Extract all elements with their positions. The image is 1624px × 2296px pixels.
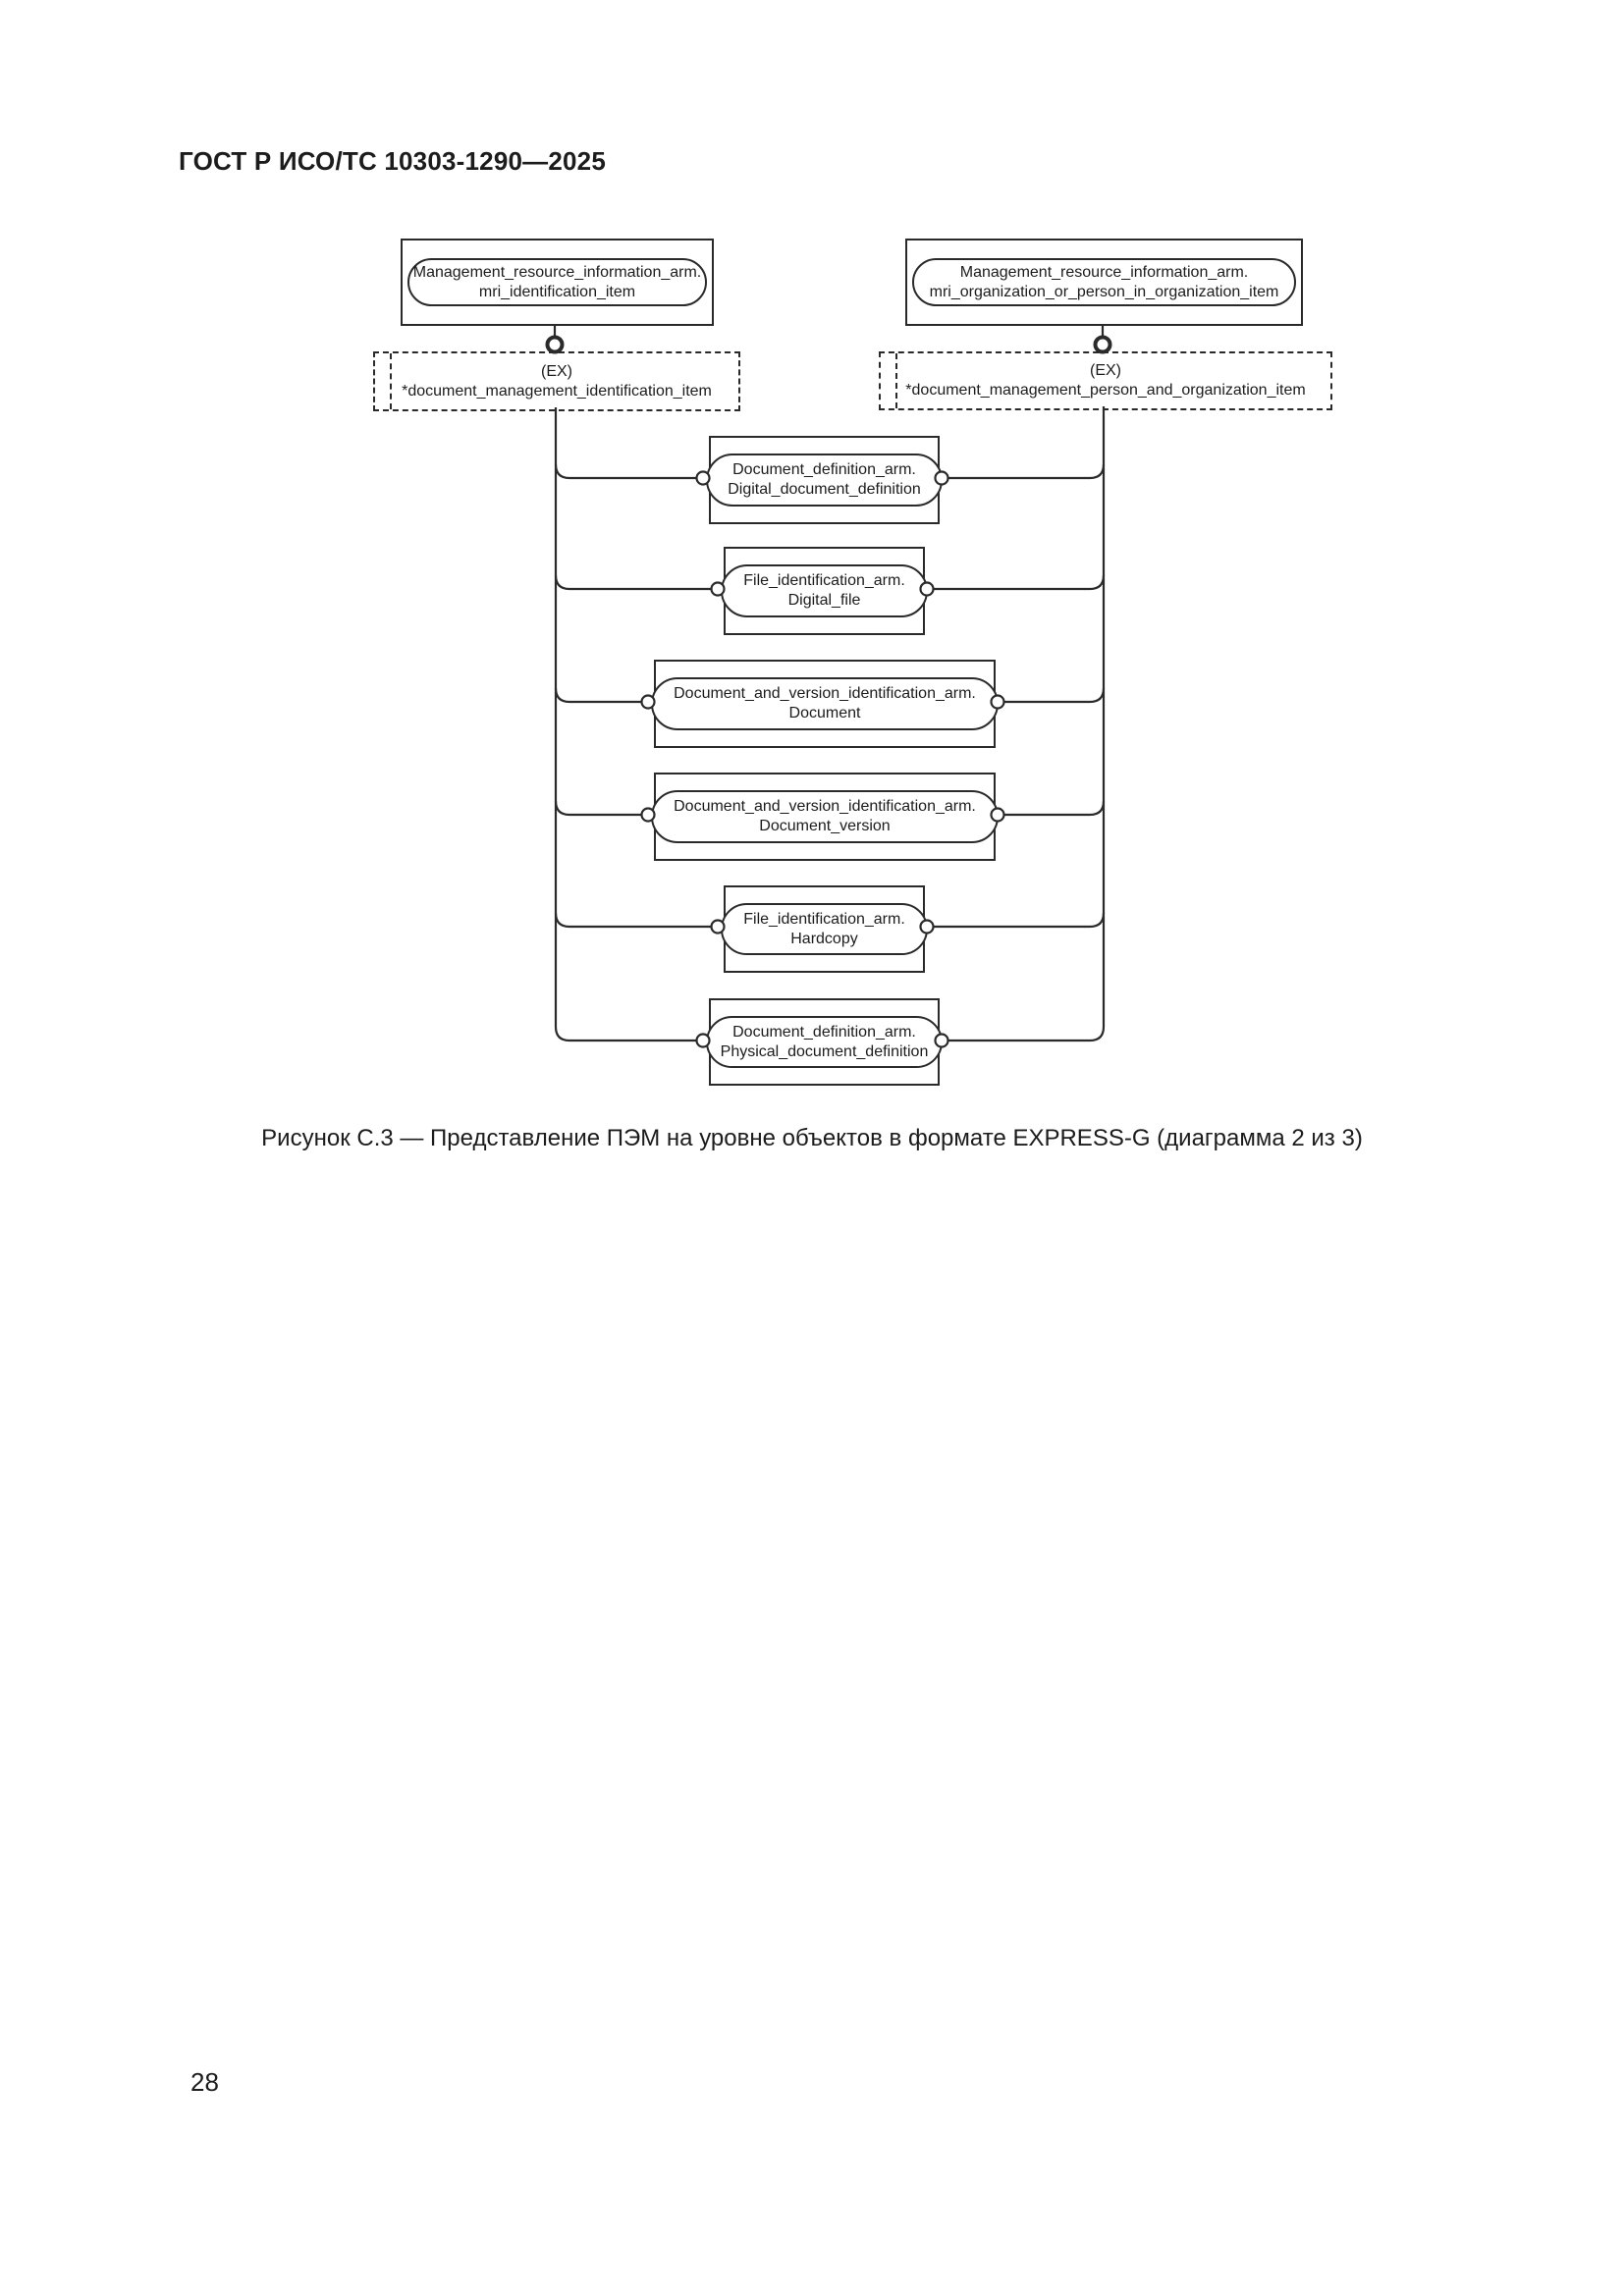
- entity-name-label: Digital_document_definition: [728, 481, 921, 498]
- select-box-document-management-identification-item: (EX) *document_management_identification…: [373, 351, 740, 411]
- node-schema-label: Management_resource_information_arm.: [959, 263, 1249, 281]
- branch-line: [933, 574, 1106, 591]
- node-oval: Management_resource_information_arm. mri…: [407, 258, 707, 306]
- figure-caption: Рисунок С.3 — Представление ПЭМ на уровн…: [261, 1125, 1363, 1151]
- branch-line: [554, 574, 712, 591]
- entity-hardcopy: File_identification_arm. Hardcopy: [721, 885, 928, 973]
- entity-name-label: Document: [788, 705, 861, 721]
- branch-line: [554, 687, 642, 704]
- branch-line: [1003, 800, 1106, 817]
- entity-physical-document-definition: Document_definition_arm. Physical_docume…: [706, 998, 943, 1086]
- page-number: 28: [190, 2067, 219, 2097]
- select-ex-label: (EX): [1090, 362, 1121, 379]
- node-mri-identification-item: Management_resource_information_arm. mri…: [401, 239, 714, 326]
- entity-oval: Document_and_version_identification_arm.…: [651, 790, 999, 843]
- entity-name-label: Hardcopy: [790, 930, 858, 947]
- entity-document-version: Document_and_version_identification_arm.…: [651, 773, 999, 861]
- branch-line: [554, 800, 642, 817]
- node-oval: Management_resource_information_arm. mri…: [912, 258, 1296, 306]
- node-name-label: mri_organization_or_person_in_organizati…: [929, 283, 1279, 300]
- entity-oval: File_identification_arm. Digital_file: [721, 564, 928, 617]
- entity-schema-label: Document_and_version_identification_arm.: [674, 685, 976, 702]
- entity-oval: File_identification_arm. Hardcopy: [721, 903, 928, 955]
- junction-circle-icon: [545, 335, 565, 354]
- select-ex-label: (EX): [541, 362, 572, 380]
- branch-line: [933, 912, 1106, 929]
- node-mri-organization-or-person-item: Management_resource_information_arm. mri…: [905, 239, 1303, 326]
- entity-oval: Document_and_version_identification_arm.…: [651, 677, 999, 730]
- entity-document: Document_and_version_identification_arm.…: [651, 660, 999, 748]
- page-header: ГОСТ Р ИСО/ТС 10303-1290—2025: [179, 146, 607, 176]
- node-schema-label: Management_resource_information_arm.: [412, 263, 702, 281]
- select-box-left-bar: [895, 353, 897, 408]
- branch-line: [554, 463, 697, 480]
- select-box-document-management-person-and-organization-item: (EX) *document_management_person_and_org…: [879, 351, 1332, 410]
- entity-name-label: Physical_document_definition: [720, 1042, 929, 1060]
- branch-line: [1003, 687, 1106, 704]
- express-g-diagram: Management_resource_information_arm. mri…: [373, 239, 1332, 1086]
- entity-oval: Document_definition_arm. Digital_documen…: [706, 454, 943, 507]
- entity-schema-label: File_identification_arm.: [743, 910, 905, 928]
- entity-name-label: Document_version: [759, 818, 891, 834]
- entity-schema-label: Document_definition_arm.: [732, 461, 916, 478]
- entity-digital-document-definition: Document_definition_arm. Digital_documen…: [706, 436, 943, 524]
- entity-name-label: Digital_file: [787, 592, 861, 609]
- junction-circle-icon: [1093, 335, 1112, 354]
- node-name-label: mri_identification_item: [478, 283, 636, 300]
- entity-schema-label: Document_definition_arm.: [732, 1023, 916, 1041]
- select-box-left-bar: [390, 353, 392, 409]
- entity-schema-label: File_identification_arm.: [743, 572, 905, 589]
- entity-schema-label: Document_and_version_identification_arm.: [674, 798, 976, 815]
- entity-digital-file: File_identification_arm. Digital_file: [721, 547, 928, 635]
- select-name-label: *document_management_identification_item: [402, 382, 712, 400]
- branch-line: [554, 912, 712, 929]
- branch-line: [947, 463, 1106, 480]
- select-name-label: *document_management_person_and_organiza…: [905, 382, 1306, 399]
- entity-oval: Document_definition_arm. Physical_docume…: [706, 1016, 943, 1068]
